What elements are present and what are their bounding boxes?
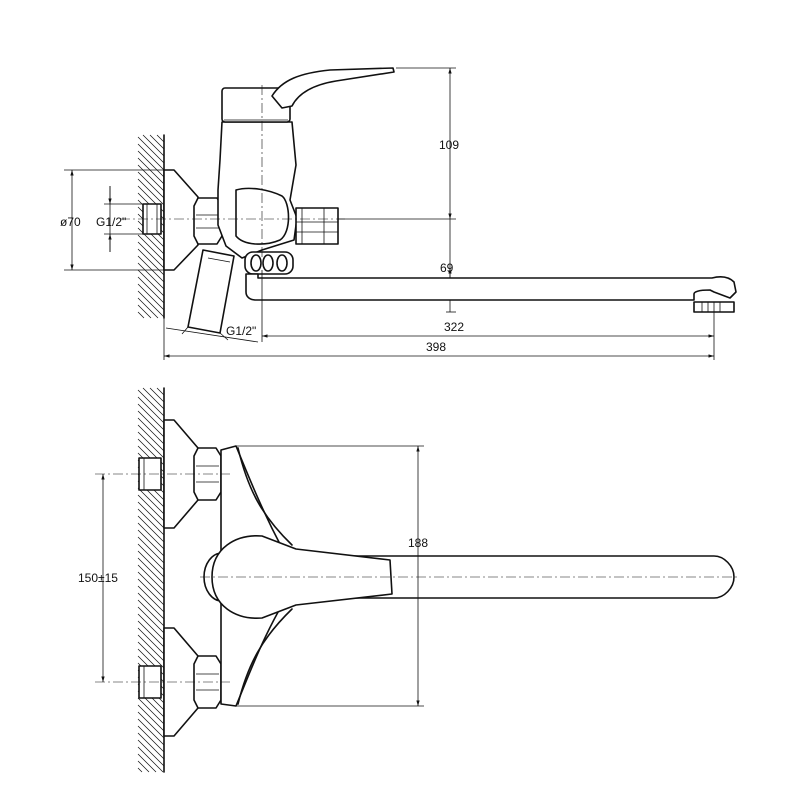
hatch-line: [137, 592, 165, 620]
dim-thread-side-label: G1/2": [96, 215, 126, 229]
hatch-line: [137, 543, 165, 571]
plan-view: [95, 387, 740, 773]
hatch-line: [137, 718, 165, 746]
hatch-line: [137, 697, 165, 725]
hatch-line: [149, 387, 165, 403]
side-view: [120, 67, 737, 334]
hatch-line: [137, 136, 165, 164]
hatch-line: [137, 241, 165, 269]
hatch-line: [137, 627, 165, 655]
hatch-line: [149, 134, 165, 150]
hatch-line: [137, 311, 145, 319]
hatch-line: [137, 164, 165, 192]
hatch-line: [137, 613, 165, 641]
hatch-line: [142, 134, 165, 157]
hatch-line: [137, 424, 165, 452]
hatch-line: [137, 515, 165, 543]
hatch-line: [137, 157, 165, 185]
hatch-line: [137, 746, 164, 773]
hatch-line: [137, 234, 165, 262]
dim-69-label: 69: [440, 261, 454, 275]
hatch-line: [137, 276, 165, 304]
wall-plan: [137, 387, 165, 773]
dim-spacing-label: 150±15: [78, 571, 118, 585]
swivel-collar-side: [244, 251, 294, 275]
hatch-line: [137, 283, 165, 311]
hatch-line: [137, 389, 165, 417]
hatch-line: [137, 760, 150, 773]
hatch-line: [137, 304, 152, 319]
hatch-line: [137, 171, 165, 199]
hatch-line: [137, 620, 165, 648]
hatch-line: [137, 564, 165, 592]
hatch-line: [137, 725, 165, 753]
hatch-line: [137, 150, 165, 178]
hatch-line: [137, 487, 165, 515]
hatch-line: [137, 396, 165, 424]
hatch-line: [137, 739, 165, 767]
hatch-line: [137, 641, 165, 669]
side-dimensions: 109 69 ø70 G1/2" G1/2" 322 398: [60, 67, 715, 360]
hatch-line: [137, 550, 165, 578]
outlet-connector-side: [295, 207, 339, 245]
hatch-line: [137, 634, 165, 662]
dim-398-label: 398: [426, 340, 446, 354]
hatch-line: [137, 290, 165, 318]
hatch-line: [137, 536, 165, 564]
hatch-line: [137, 711, 165, 739]
hatch-line: [137, 571, 165, 599]
hatch-line: [142, 387, 165, 410]
hatch-line: [137, 732, 165, 760]
hatch-line: [137, 494, 165, 522]
hatch-line: [137, 410, 165, 438]
hatch-line: [137, 431, 165, 459]
spout-side: [245, 273, 737, 301]
hatch-line: [137, 529, 165, 557]
hatch-line: [156, 134, 165, 143]
hatch-line: [137, 143, 165, 171]
hatch-line: [137, 599, 165, 627]
hatch-line: [137, 585, 165, 613]
hatch-line: [137, 269, 165, 297]
dim-diameter-label: ø70: [60, 215, 81, 229]
plan-dimensions: 188 150±15: [78, 445, 428, 707]
wall-flange-side: [163, 169, 199, 271]
bottom-inlet-pipe: [187, 249, 235, 334]
hatch-line: [137, 508, 165, 536]
spout-plan: [299, 555, 735, 599]
dim-322-label: 322: [444, 320, 464, 334]
hatch-line: [137, 557, 165, 585]
dim-188-label: 188: [408, 536, 428, 550]
hatch-line: [137, 297, 159, 319]
hatch-line: [156, 387, 165, 396]
hatch-line: [137, 606, 165, 634]
hatch-line: [137, 767, 143, 773]
hatch-line: [137, 522, 165, 550]
hatch-line: [137, 753, 157, 773]
dim-109-label: 109: [439, 138, 459, 152]
hatch-line: [137, 501, 165, 529]
hatch-line: [137, 403, 165, 431]
hatch-line: [137, 704, 165, 732]
mixer-body-side: [217, 121, 298, 259]
hatch-line: [137, 417, 165, 445]
hatch-line: [137, 578, 165, 606]
lever-handle-side: [271, 67, 395, 109]
hatch-line: [137, 255, 165, 283]
dim-thread-bottom-label: G1/2": [226, 324, 256, 338]
hatch-line: [137, 248, 165, 276]
hatch-line: [137, 178, 165, 206]
hatch-line: [137, 262, 165, 290]
